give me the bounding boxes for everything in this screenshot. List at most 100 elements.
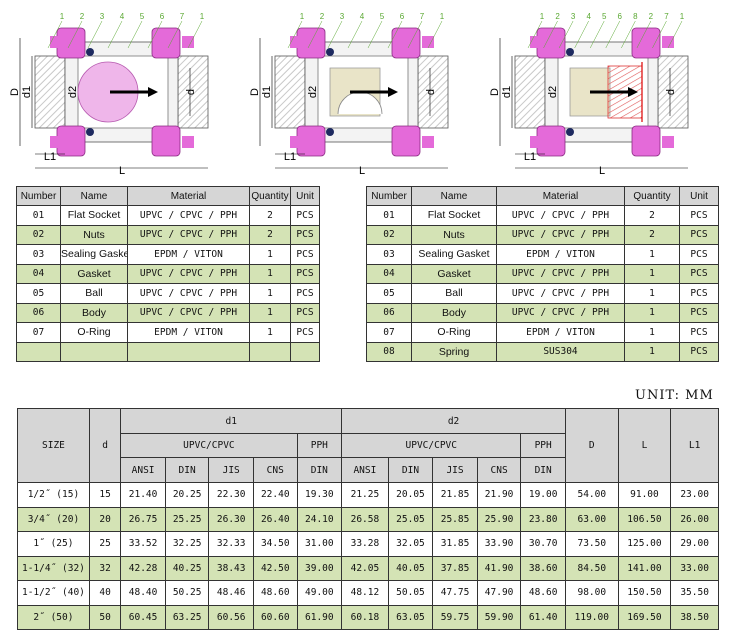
- part-name: Body: [60, 302, 128, 323]
- part-quantity: 2: [624, 224, 680, 245]
- part-name: Flat Socket: [60, 205, 128, 226]
- part-name: Sealing Gasket: [411, 244, 497, 265]
- part-quantity: 2: [624, 205, 680, 226]
- header-d2-upvc-cpvc: UPVC/CPVC: [341, 433, 522, 458]
- header-standard: ANSI: [341, 457, 389, 483]
- cell-L1: 23.00: [670, 482, 719, 508]
- cell-d1-cns: 34.50: [252, 531, 298, 557]
- cell-d1-cns: 48.60: [252, 580, 298, 606]
- header-d2-pph: PPH: [520, 433, 566, 458]
- cell-d1-jis: 38.43: [208, 555, 254, 581]
- cell-d2-ansi: 42.05: [341, 555, 389, 581]
- part-number: [16, 341, 61, 362]
- header-unit: Unit: [290, 186, 320, 206]
- svg-text:D: D: [250, 88, 261, 96]
- header-standard: JIS: [432, 457, 478, 483]
- cell-d2-jis: 37.85: [432, 555, 478, 581]
- size-dimension-table: SIZE d d1 d2 D L L1 UPVC/CPVC PPH UPVC/C…: [17, 408, 719, 630]
- part-number: 08: [366, 341, 412, 362]
- part-name: O-Ring: [411, 322, 497, 343]
- part-unit: PCS: [290, 283, 320, 304]
- part-material: UPVC / CPVC / PPH: [496, 263, 625, 284]
- svg-text:4: 4: [360, 12, 365, 21]
- cell-d1-cns: 42.50: [252, 555, 298, 581]
- part-name: O-Ring: [60, 322, 128, 343]
- cell-d2-jis: 31.85: [432, 531, 478, 557]
- cell-d2-pph-din: 61.40: [520, 604, 566, 630]
- cell-d2-jis: 25.85: [432, 506, 478, 532]
- cell-size: 2˝ (50): [17, 604, 90, 630]
- svg-text:1: 1: [680, 12, 685, 21]
- cell-L: 106.50: [617, 506, 672, 532]
- part-quantity: 1: [249, 302, 291, 323]
- cell-d1-din: 63.25: [164, 604, 210, 630]
- header-standard: DIN: [520, 457, 566, 483]
- part-name: Nuts: [411, 224, 497, 245]
- svg-text:3: 3: [340, 12, 345, 21]
- part-material: [127, 341, 250, 362]
- cell-d1-din: 50.25: [164, 580, 210, 606]
- cell-d2-din: 40.05: [387, 555, 434, 581]
- header-D: D: [564, 408, 619, 483]
- part-unit: PCS: [679, 302, 719, 323]
- cell-L: 125.00: [617, 531, 672, 557]
- cell-d2-jis: 59.75: [432, 604, 478, 630]
- cell-d2-ansi: 33.28: [341, 531, 389, 557]
- header-quantity: Quantity: [624, 186, 680, 206]
- cell-d1-cns: 26.40: [252, 506, 298, 532]
- cell-L: 150.50: [617, 580, 672, 606]
- svg-text:8: 8: [633, 12, 638, 21]
- part-number: 04: [16, 263, 61, 284]
- cell-d: 25: [88, 531, 122, 557]
- svg-text:3: 3: [571, 12, 576, 21]
- parts-row: [16, 341, 320, 362]
- header-standard: CNS: [252, 457, 298, 483]
- cell-d2-jis: 47.75: [432, 580, 478, 606]
- part-quantity: 1: [624, 283, 680, 304]
- cell-D: 54.00: [564, 482, 619, 508]
- cell-d2-cns: 33.90: [476, 531, 522, 557]
- part-number: 03: [16, 244, 61, 265]
- part-quantity: 1: [249, 322, 291, 343]
- svg-text:6: 6: [160, 12, 165, 21]
- cell-size: 1-1/4˝ (32): [17, 555, 90, 581]
- svg-text:d1: d1: [21, 86, 33, 98]
- part-unit: [290, 341, 320, 362]
- part-name: Flat Socket: [411, 205, 497, 226]
- part-quantity: [249, 341, 291, 362]
- part-number: 01: [16, 205, 61, 226]
- cell-L1: 33.00: [670, 555, 719, 581]
- cell-d1-ansi: 26.75: [120, 506, 166, 532]
- part-number: 05: [16, 283, 61, 304]
- cell-d1-jis: 26.30: [208, 506, 254, 532]
- cell-d1-ansi: 48.40: [120, 580, 166, 606]
- cell-D: 98.00: [564, 580, 619, 606]
- svg-text:d: d: [425, 89, 437, 95]
- part-quantity: 1: [624, 244, 680, 265]
- part-unit: PCS: [679, 263, 719, 284]
- part-quantity: 1: [249, 244, 291, 265]
- part-material: UPVC / CPVC / PPH: [496, 224, 625, 245]
- cell-d2-din: 32.05: [387, 531, 434, 557]
- cell-d1-ansi: 21.40: [120, 482, 166, 508]
- cell-size: 1˝ (25): [17, 531, 90, 557]
- svg-text:d: d: [185, 89, 197, 95]
- part-number: 02: [16, 224, 61, 245]
- cell-size: 3/4˝ (20): [17, 506, 90, 532]
- size-header-row-3: ANSI DIN JIS CNS DIN ANSI DIN JIS CNS DI…: [18, 457, 719, 483]
- part-material: UPVC / CPVC / PPH: [127, 263, 250, 284]
- part-name: Ball: [411, 283, 497, 304]
- size-header-row-2: UPVC/CPVC PPH UPVC/CPVC PPH: [18, 433, 719, 458]
- cell-d2-cns: 41.90: [476, 555, 522, 581]
- cell-d1-cns: 22.40: [252, 482, 298, 508]
- part-quantity: 2: [249, 224, 291, 245]
